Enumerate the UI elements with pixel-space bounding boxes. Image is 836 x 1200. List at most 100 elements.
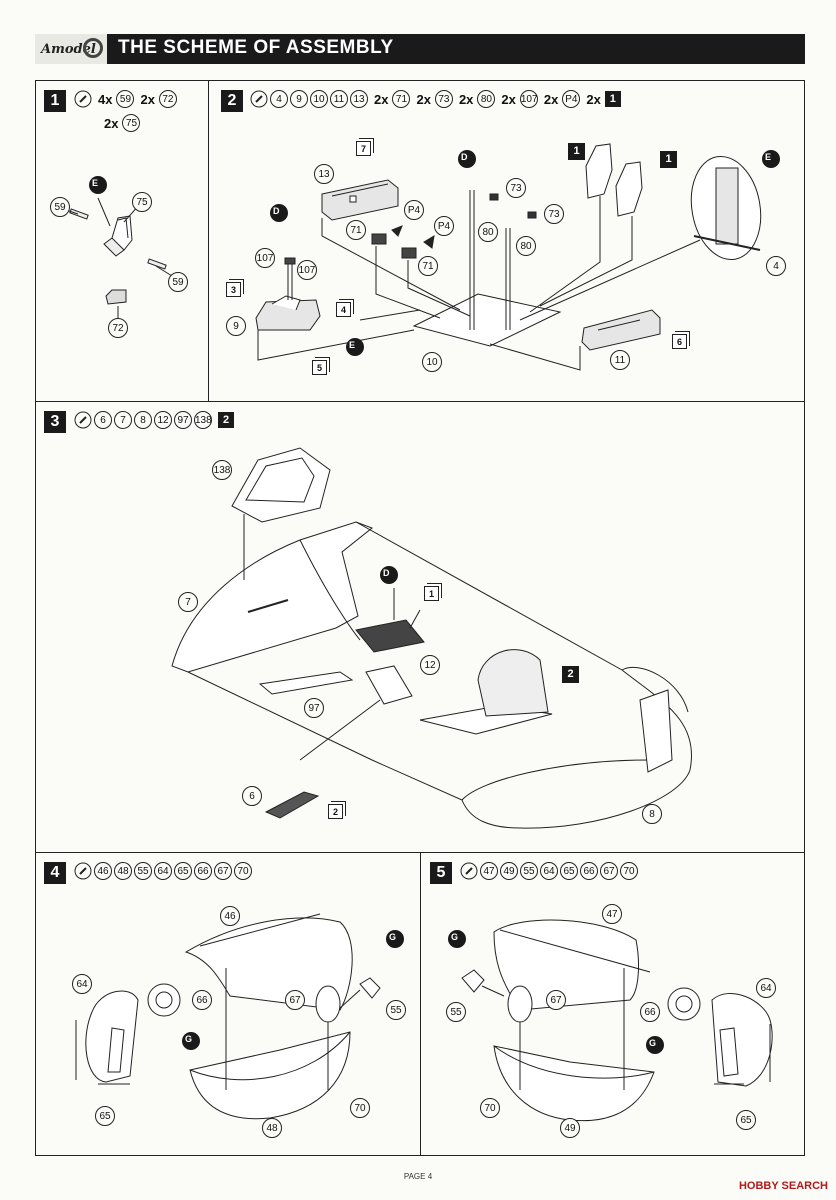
part-number: 71	[392, 90, 411, 108]
callout-59: 59	[50, 197, 70, 217]
paint-code-g: G	[448, 930, 466, 948]
callout-73: 73	[506, 178, 526, 198]
callout-67: 67	[546, 990, 566, 1010]
decal-marker: 5	[312, 360, 327, 375]
callout-67: 67	[285, 990, 305, 1010]
callout-107: 107	[255, 248, 275, 268]
callout-97: 97	[304, 698, 324, 718]
part-number: 47	[480, 862, 498, 880]
part-multiplier: 4x	[98, 91, 113, 107]
callout-71: 71	[346, 220, 366, 240]
glue-icon	[250, 90, 268, 108]
step5-engine-drawing	[461, 919, 773, 1122]
part-number: 4	[270, 90, 288, 108]
header-bar	[35, 34, 805, 64]
decal-marker: 2	[328, 804, 343, 819]
step-reference: 2	[562, 666, 579, 683]
part-number: 65	[174, 862, 192, 880]
callout-7: 7	[178, 592, 198, 612]
part-number: 64	[540, 862, 558, 880]
part-multiplier: 2x	[140, 91, 155, 107]
part-number: 55	[134, 862, 152, 880]
paint-code-e: E	[346, 338, 364, 356]
callout-66: 66	[640, 1002, 660, 1022]
callout-70: 70	[350, 1098, 370, 1118]
callout-12: 12	[420, 655, 440, 675]
step-1-parts-row2: 2x 75	[100, 114, 141, 132]
step-4-number: 4	[44, 862, 66, 884]
callout-55: 55	[386, 1000, 406, 1020]
part-multiplier: 2x	[104, 115, 119, 131]
part-number: 59	[116, 90, 135, 108]
callout-4: 4	[766, 256, 786, 276]
part-number: 75	[122, 114, 141, 132]
step-2-number: 2	[221, 90, 243, 112]
part-number: P4	[562, 90, 581, 108]
callout-10: 10	[422, 352, 442, 372]
paint-code-g: G	[646, 1036, 664, 1054]
glue-icon	[460, 862, 478, 880]
page-number: PAGE 4	[403, 1172, 433, 1181]
part-number: 80	[477, 90, 496, 108]
paint-code-d: D	[458, 150, 476, 168]
decal-marker: 4	[336, 302, 351, 317]
step3-fuselage-drawing	[171, 447, 692, 829]
part-number: 73	[434, 90, 453, 108]
part-number: 48	[114, 862, 132, 880]
page-title: THE SCHEME OF ASSEMBLY	[118, 37, 394, 58]
part-number: 65	[560, 862, 578, 880]
decal-marker: 6	[672, 334, 687, 349]
callout-71: 71	[418, 256, 438, 276]
logo-text: Amodel	[41, 42, 96, 57]
paint-code-e: E	[89, 176, 107, 194]
part-multiplier: 2x	[374, 91, 389, 107]
step-4-parts-row: 46 48 55 64 65 66 67 70	[74, 862, 252, 880]
step-5-parts-row: 47 49 55 64 65 66 67 70	[460, 862, 638, 880]
step-3-number: 3	[44, 411, 66, 433]
watermark: HOBBY SEARCH	[738, 1180, 828, 1192]
part-multiplier: 2x	[458, 91, 474, 107]
part-multiplier: 2x	[416, 91, 431, 107]
part-number: 70	[620, 862, 638, 880]
part-number: 6	[94, 411, 112, 429]
callout-66: 66	[192, 990, 212, 1010]
paint-code-d: D	[380, 566, 398, 584]
paint-code-d: D	[270, 204, 288, 222]
callout-80: 80	[516, 236, 536, 256]
callout-64: 64	[756, 978, 776, 998]
part-number: 9	[290, 90, 308, 108]
step-3-parts-row: 6 7 8 12 97 138 2	[74, 411, 234, 429]
step-1-number: 1	[44, 90, 66, 112]
callout-55: 55	[446, 1002, 466, 1022]
glue-icon	[74, 90, 92, 108]
callout-11: 11	[610, 350, 630, 370]
callout-72: 72	[108, 318, 128, 338]
part-number: 66	[580, 862, 598, 880]
part-number: 12	[154, 411, 172, 429]
part-number: 138	[194, 411, 212, 429]
paint-code-g: G	[182, 1032, 200, 1050]
amodel-logo: Amodel	[35, 34, 107, 64]
part-number: 7	[114, 411, 132, 429]
callout-8: 8	[642, 804, 662, 824]
step-reference: 1	[660, 151, 677, 168]
step-reference: 1	[568, 143, 585, 160]
part-number: 66	[194, 862, 212, 880]
callout-9: 9	[226, 316, 246, 336]
film-reel-icon	[83, 38, 103, 58]
callout-p4: P4	[434, 216, 454, 236]
step4-engine-drawing	[75, 913, 381, 1120]
step2-parts-drawing	[255, 143, 762, 371]
callout-47: 47	[602, 904, 622, 924]
paint-code-e: E	[762, 150, 780, 168]
part-number: 49	[500, 862, 518, 880]
part-number: 10	[310, 90, 328, 108]
callout-64: 64	[72, 974, 92, 994]
part-number: 70	[234, 862, 252, 880]
part-number: 46	[94, 862, 112, 880]
part-multiplier: 2x	[543, 91, 559, 107]
callout-46: 46	[220, 906, 240, 926]
callout-59: 59	[168, 272, 188, 292]
part-number: 11	[330, 90, 348, 108]
